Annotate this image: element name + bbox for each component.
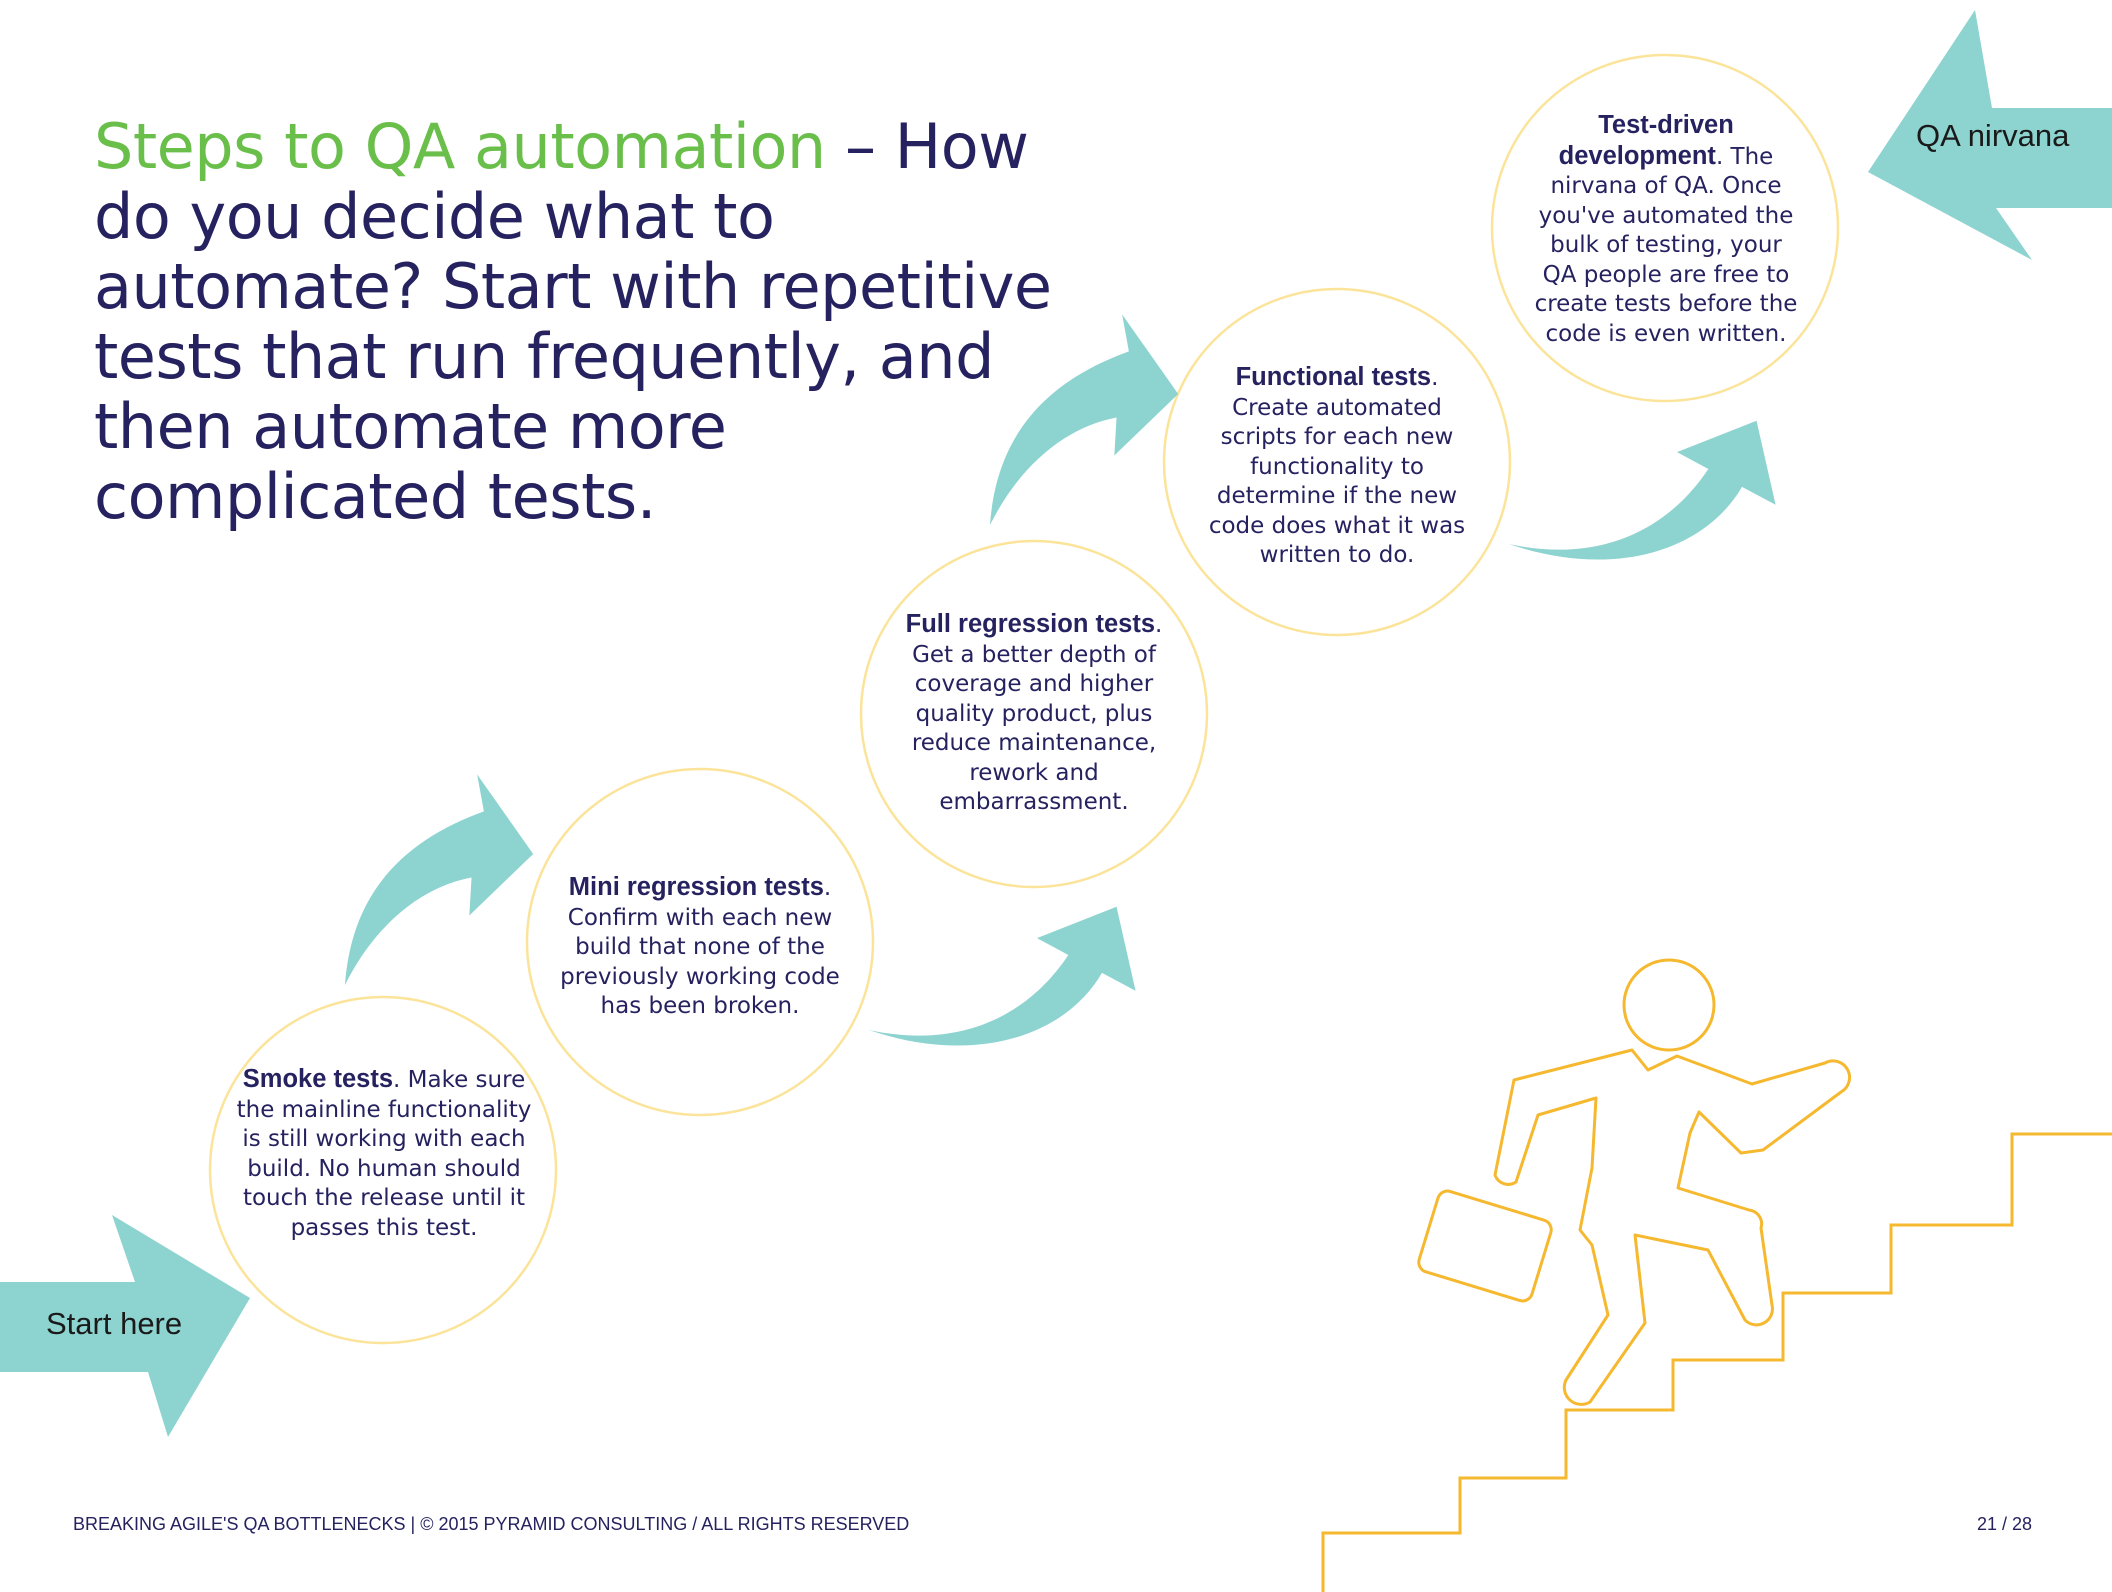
curved-arrow-icon-1 <box>345 774 534 985</box>
headline-accent: Steps to QA automation <box>94 110 826 183</box>
step-circle-tdd <box>1490 53 1840 403</box>
curved-arrow-icon-2 <box>869 906 1136 1046</box>
step-title: Functional tests <box>1235 363 1432 391</box>
staircase-icon <box>1321 1132 2112 1592</box>
curved-arrow-icon-4 <box>1509 420 1776 560</box>
footer-page-number: 21 / 28 <box>1976 1514 2032 1534</box>
step-body: . The nirvana of QA. Once you've automat… <box>1534 143 1798 347</box>
step-body: . Confirm with each new build that none … <box>560 875 840 1019</box>
curved-arrow-icon-3 <box>990 314 1179 525</box>
step-circle-smoke <box>208 995 558 1345</box>
page-headline: Steps to QA automation – How do you deci… <box>94 112 1094 532</box>
start-here-label: Start here <box>46 1306 183 1341</box>
step-title: Full regression tests <box>905 610 1156 638</box>
qa-nirvana-label: QA nirvana <box>1916 118 2070 153</box>
step-full-regression-tests: Full regression tests. Get a better dept… <box>882 610 1186 818</box>
start-arrow-icon <box>0 1215 250 1437</box>
step-title: Test-driven development <box>1558 111 1734 170</box>
step-smoke-tests: Smoke tests. Make sure the mainline func… <box>236 1065 532 1243</box>
step-title: Mini regression tests <box>568 873 824 901</box>
step-circle-mini-regression <box>525 767 875 1117</box>
footer-copyright: BREAKING AGILE'S QA BOTTLENECKS | © 2015… <box>73 1514 910 1534</box>
step-body: . Get a better depth of coverage and hig… <box>911 612 1163 815</box>
step-circle-functional <box>1162 287 1512 637</box>
step-test-driven-development: Test-driven development. The nirvana of … <box>1530 111 1802 349</box>
step-functional-tests: Functional tests. Create automated scrip… <box>1195 363 1479 571</box>
step-body: . Create automated scripts for each new … <box>1208 365 1466 568</box>
step-body: . Make sure the mainline functionality i… <box>236 1067 532 1241</box>
step-title: Smoke tests <box>242 1065 394 1093</box>
step-circle-full-regression <box>859 539 1209 889</box>
headline-rest: – How do you decide what to automate? St… <box>94 110 1052 533</box>
running-businessman-icon <box>1417 958 1852 1406</box>
end-arrow-icon <box>1868 10 2112 260</box>
step-mini-regression-tests: Mini regression tests. Confirm with each… <box>540 873 860 1022</box>
